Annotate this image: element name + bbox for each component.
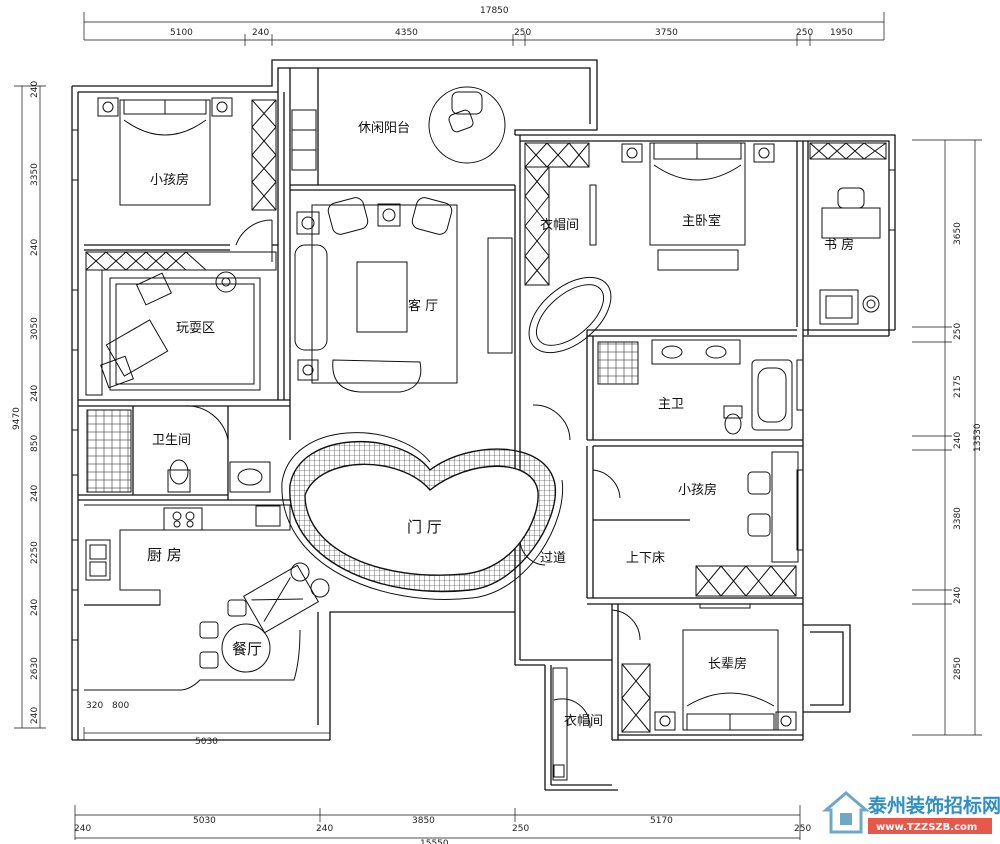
dim-bottom-7: 250: [794, 824, 811, 834]
label-child-room-2: 小孩房: [678, 482, 717, 498]
dim-left-2: 3350: [30, 163, 40, 186]
dim-bottom-total: 15550: [420, 839, 449, 844]
dim-top-1: 5100: [170, 28, 193, 38]
play-area-furniture: [85, 251, 277, 396]
dim-interior-small-1: 320: [86, 701, 103, 711]
dim-left-4: 3050: [30, 317, 40, 340]
powder-room-fixtures: [86, 409, 271, 493]
wardrobe-2-furniture: [552, 667, 568, 781]
windows: [71, 129, 896, 691]
dim-bottom-4: 3850: [412, 816, 435, 826]
watermark: 泰州装饰招标网 www.TZZSZB.com: [821, 791, 1000, 834]
dim-left-8: 2250: [30, 541, 40, 564]
label-play-area: 玩耍区: [176, 321, 215, 336]
label-leisure-balcony: 休闲阳台: [358, 121, 410, 136]
label-child-room-1: 小孩房: [150, 172, 189, 188]
label-elder-room: 长辈房: [708, 656, 747, 672]
dim-top-6: 250: [796, 28, 813, 38]
study-furniture: [809, 142, 887, 325]
walls: [71, 59, 896, 791]
dim-top-7: 1950: [830, 28, 853, 38]
label-foyer: 门 厅: [407, 518, 442, 536]
label-living-room: 客 厅: [408, 298, 438, 314]
heart-foyer: [281, 432, 564, 600]
dim-left-3: 240: [30, 239, 40, 256]
dimension-left: [14, 85, 46, 729]
label-bunk-bed: 上下床: [626, 551, 665, 566]
label-dining: 餐厅: [232, 640, 262, 658]
dim-right-6: 240: [953, 587, 963, 604]
dim-left-6: 850: [30, 435, 40, 452]
dim-right-4: 240: [953, 432, 963, 449]
dim-left-9: 240: [30, 599, 40, 616]
label-wardrobe-1: 衣帽间: [540, 217, 579, 233]
dim-left-total: 9470: [12, 407, 22, 430]
dim-left-1: 240: [30, 81, 40, 98]
watermark-logo-icon: [821, 791, 871, 834]
dim-top-total: 17850: [480, 6, 509, 16]
dim-bottom-2: 5030: [193, 816, 216, 826]
doors: [183, 219, 641, 729]
dimension-right: [912, 139, 982, 736]
living-room-furniture: [294, 197, 513, 393]
dimension-left-labels: 240 3350 240 3050 240 850 240 2250 240 2…: [12, 81, 40, 724]
dimension-right-labels: 3650 250 2175 240 3380 240 2850 13530: [953, 222, 983, 680]
dim-bottom-3: 240: [316, 824, 333, 834]
dimension-top: [83, 12, 885, 46]
dim-right-2: 250: [953, 323, 963, 340]
label-kitchen: 厨 房: [147, 546, 182, 564]
dim-top-4: 250: [514, 28, 531, 38]
label-master-bedroom: 主卧室: [682, 213, 721, 229]
dim-interior-small-2: 800: [112, 701, 129, 711]
dim-right-total: 13530: [973, 423, 983, 452]
label-master-bath: 主卫: [658, 397, 684, 412]
dim-interior-bottom: 5030: [195, 737, 218, 747]
watermark-url: www.TZZSZB.com: [876, 822, 977, 833]
dim-right-7: 2850: [953, 657, 963, 680]
dim-top-2: 240: [252, 28, 269, 38]
label-wardrobe-2: 衣帽间: [564, 713, 603, 729]
label-powder-room: 卫生间: [152, 433, 191, 448]
dim-top-3: 4350: [395, 28, 418, 38]
label-study: 书 房: [824, 237, 854, 253]
dim-bottom-6: 5170: [650, 816, 673, 826]
dim-right-5: 3380: [953, 507, 963, 530]
dim-left-11: 240: [30, 707, 40, 724]
kitchen-furniture: [84, 504, 330, 691]
dim-bottom-1: 240: [74, 824, 91, 834]
watermark-title: 泰州装饰招标网: [867, 794, 1000, 817]
watermark-url-bg: [868, 818, 992, 834]
label-corridor: 过道: [540, 551, 566, 566]
master-bedroom-furniture: [621, 142, 775, 271]
elder-room-furniture: [621, 629, 797, 733]
wardrobe-1-furniture: [524, 142, 612, 354]
dim-left-7: 240: [30, 485, 40, 502]
child-room-1-furniture: [97, 97, 277, 211]
dim-right-1: 3650: [953, 222, 963, 245]
dimension-bottom: [74, 727, 801, 840]
dim-top-5: 3750: [655, 28, 678, 38]
dim-left-5: 240: [30, 385, 40, 402]
balcony-furniture: [291, 86, 506, 171]
master-bath-fixtures: [597, 339, 793, 435]
dim-bottom-5: 250: [512, 824, 529, 834]
dim-left-10: 2630: [30, 657, 40, 680]
child-room-2-furniture: [695, 451, 799, 597]
dim-right-3: 2175: [953, 375, 963, 398]
